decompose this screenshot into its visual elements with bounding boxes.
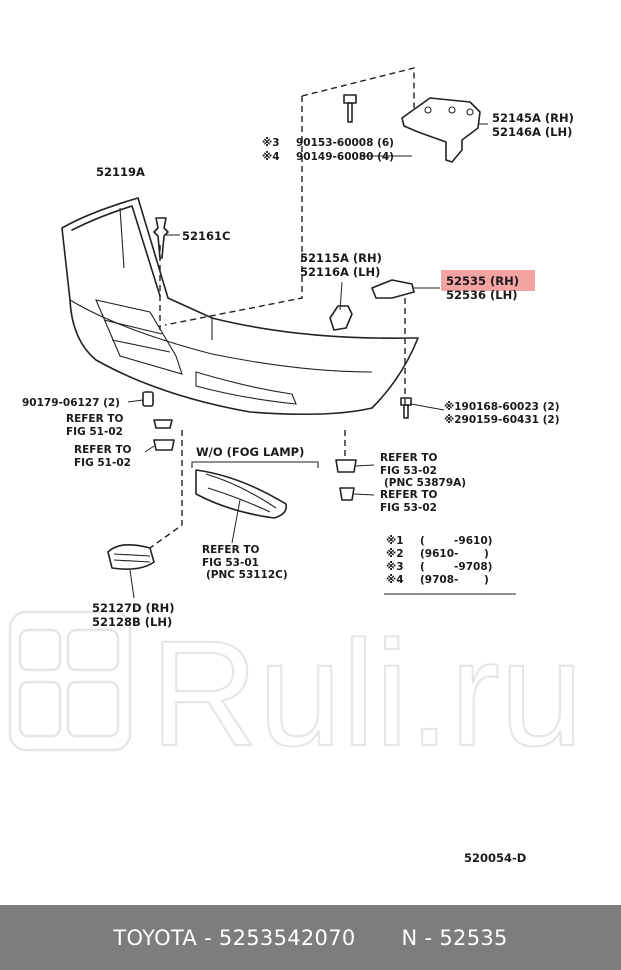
footer-bar: TOYOTA - 5253542070 N - 52535 xyxy=(0,905,621,970)
bracket-52535 xyxy=(371,279,415,299)
label-52146A: 52146A (LH) xyxy=(492,125,572,139)
label-ref5301-3: (PNC 53112C) xyxy=(206,569,288,581)
label-ref53a-3: (PNC 53879A) xyxy=(384,477,466,489)
dashed-assembly-lines xyxy=(149,67,415,549)
figure-number: 520054-D xyxy=(464,851,526,865)
label-ref51b-2: FIG 51-02 xyxy=(74,457,131,469)
label-wo-fog-lamp: W/O (FOG LAMP) xyxy=(196,445,304,459)
label-ref5301-2: FIG 53-01 xyxy=(202,557,259,569)
label-90179: 90179-06127 (2) xyxy=(22,397,120,409)
label-52128B: 52128B (LH) xyxy=(92,615,172,629)
highlight-box xyxy=(441,270,535,291)
clip-53879A xyxy=(335,459,357,501)
bumper-cover xyxy=(61,197,419,416)
legend-mark-2: ※2 xyxy=(386,548,404,560)
label-ref51a-2: FIG 51-02 xyxy=(66,426,123,438)
label-52116A: 52116A (LH) xyxy=(300,265,380,279)
parts-diagram: Ruli.ru xyxy=(8,67,585,865)
label-note4: ※4 xyxy=(262,151,280,163)
label-ref51a-1: REFER TO xyxy=(66,413,124,425)
leader-lines xyxy=(127,123,516,599)
label-90153: 90153-60008 (6) xyxy=(296,137,394,149)
clip-51-02 xyxy=(153,419,175,451)
watermark-text: Ruli.ru xyxy=(150,609,583,777)
screw-90168 xyxy=(400,397,412,419)
bracket-52115A xyxy=(329,305,353,331)
bolt-90153 xyxy=(343,94,357,123)
label-ref53b-2: FIG 53-02 xyxy=(380,502,437,514)
label-52535-highlighted: 52535 (RH) xyxy=(446,274,519,288)
watermark-logo xyxy=(8,610,132,752)
legend-mark-3: ※3 xyxy=(386,561,404,573)
clip-90179 xyxy=(142,391,154,407)
label-ref53a-1: REFER TO xyxy=(380,452,438,464)
label-52119A: 52119A xyxy=(96,165,145,179)
label-52127D: 52127D (RH) xyxy=(92,601,175,615)
label-ref53b-1: REFER TO xyxy=(380,489,438,501)
label-ref5301-1: REFER TO xyxy=(202,544,260,556)
label-190168: ※190168-60023 (2) xyxy=(444,401,560,413)
label-52536: 52536 (LH) xyxy=(446,288,517,302)
legend-range-3: ( -9708) xyxy=(420,561,492,573)
label-52161C: 52161C xyxy=(182,229,230,243)
label-52115A: 52115A (RH) xyxy=(300,251,382,265)
legend-table: ※1 ( -9610) ※2 (9610- ) ※3 ( -9708) ※4 (… xyxy=(386,535,492,586)
labels: 52119A 52161C 52145A (RH) 52146A (LH) ※3… xyxy=(22,111,574,865)
footer-pnc: N - 52535 xyxy=(401,925,508,950)
fog-lamp-cover xyxy=(195,469,288,519)
footer-part-number: TOYOTA - 5253542070 xyxy=(113,925,356,950)
clip-52161C xyxy=(153,217,169,259)
label-90149: 90149-60080 (4) xyxy=(296,151,394,163)
legend-mark-4: ※4 xyxy=(386,574,404,586)
legend-range-1: ( -9610) xyxy=(420,535,492,547)
label-ref53a-2: FIG 53-02 xyxy=(380,465,437,477)
legend-mark-1: ※1 xyxy=(386,535,404,547)
legend-range-2: (9610- ) xyxy=(420,548,489,560)
grille-52127D xyxy=(107,544,155,570)
bracket-52145A xyxy=(401,97,481,163)
label-52145A: 52145A (RH) xyxy=(492,111,574,125)
label-note3: ※3 xyxy=(262,137,280,149)
label-290159: ※290159-60431 (2) xyxy=(444,414,560,426)
legend-range-4: (9708- ) xyxy=(420,574,489,586)
label-ref51b-1: REFER TO xyxy=(74,444,132,456)
